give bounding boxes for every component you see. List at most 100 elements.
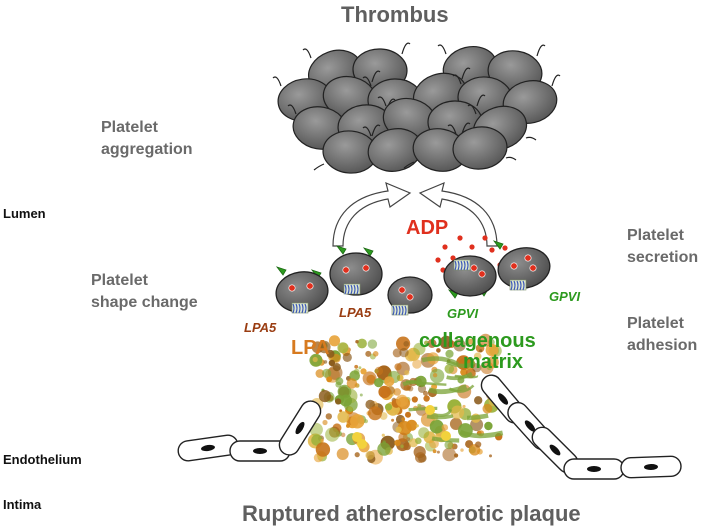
- gpvi-filopodium: [335, 245, 347, 255]
- granule: [529, 264, 537, 272]
- plaque-particle: [357, 338, 367, 349]
- plaque-particle: [460, 368, 468, 376]
- plaque-particle: [450, 405, 465, 419]
- plaque-particle: [444, 440, 454, 450]
- hollow-arrow-icon: [332, 181, 412, 247]
- plaque-particle: [415, 437, 422, 445]
- collagen-fiber: [466, 413, 489, 421]
- plaque-particle: [432, 373, 438, 378]
- plaque-particle: [359, 393, 363, 397]
- label-platelet-adhesion: Platelet adhesion: [627, 313, 697, 357]
- label-line: Platelet: [627, 315, 684, 332]
- plaque-particle: [404, 370, 410, 376]
- plaque-particle: [315, 442, 331, 457]
- collagen-fiber: [446, 371, 473, 381]
- plaque-particle: [340, 432, 346, 438]
- adp-dot: [435, 257, 441, 263]
- plaque-particle: [384, 403, 393, 411]
- plaque-particle: [360, 368, 367, 375]
- adp-dot: [502, 245, 508, 251]
- adp-dot: [442, 244, 448, 250]
- diagram-title: Thrombus: [341, 2, 449, 27]
- plaque-particle: [423, 395, 430, 402]
- plaque-particle: [347, 406, 353, 412]
- gpvi-filopodium: [362, 247, 374, 257]
- plaque-particle: [415, 424, 419, 428]
- plaque-particle: [415, 452, 426, 463]
- label-line: collagenous: [419, 330, 536, 352]
- plaque-particle: [394, 363, 402, 371]
- plaque-particle: [318, 340, 331, 354]
- label-collagenous-matrix: collagenous matrix: [419, 331, 536, 373]
- plaque-particle: [381, 433, 385, 437]
- plaque-particle: [335, 377, 344, 386]
- granule: [288, 284, 296, 292]
- plaque-particle: [412, 359, 422, 369]
- plaque-particle: [473, 352, 482, 361]
- plaque-micrograph: [307, 333, 504, 465]
- plaque-particle: [417, 403, 422, 408]
- plaque-particle: [322, 419, 328, 426]
- label-line: secretion: [627, 249, 699, 266]
- plaque-particle: [384, 376, 395, 387]
- endothelial-cell-icon: [177, 434, 239, 462]
- plaque-particle: [326, 376, 333, 383]
- plaque-particle: [429, 419, 444, 434]
- plaque-particle: [462, 404, 466, 409]
- plaque-particle: [395, 426, 402, 433]
- granule: [342, 266, 350, 274]
- plaque-particle: [441, 424, 449, 431]
- plaque-particle: [394, 439, 401, 446]
- label-gpvi-left: GPVI: [447, 306, 479, 321]
- collagen-fiber: [459, 429, 504, 439]
- receptor-icon: [391, 304, 409, 316]
- plaque-particle: [417, 384, 427, 393]
- plaque-particle: [346, 378, 358, 389]
- plaque-particle: [403, 341, 410, 347]
- plaque-particle: [485, 343, 499, 357]
- platelet-icon: [275, 266, 329, 314]
- granule: [510, 262, 518, 270]
- plaque-particle: [418, 427, 430, 439]
- endothelium-layer: [177, 374, 682, 480]
- label-platelet-secretion: Platelet secretion: [627, 225, 698, 269]
- plaque-particle: [398, 432, 408, 442]
- plaque-particle: [377, 442, 391, 456]
- gpvi-filopodium: [492, 240, 504, 250]
- plaque-particle: [337, 384, 352, 399]
- label-line: matrix: [463, 351, 524, 373]
- bottom-title: Ruptured atherosclerotic plaque: [242, 501, 581, 526]
- plaque-particle: [311, 434, 323, 446]
- plaque-particle: [346, 423, 350, 428]
- collagen-fiber: [426, 414, 454, 420]
- plaque-particle: [362, 371, 377, 386]
- plaque-particle: [486, 356, 499, 369]
- plaque-particle: [354, 364, 359, 369]
- plaque-particle: [365, 450, 375, 460]
- label-lpa5-right: LPA5: [339, 305, 372, 320]
- receptor-icon: [343, 283, 361, 295]
- platelet-icon: [387, 276, 433, 316]
- endothelial-cell-icon: [278, 400, 322, 456]
- plaque-particle: [368, 406, 382, 421]
- receptor-icon: [453, 259, 471, 271]
- gpvi-filopodium: [275, 266, 287, 276]
- plaque-particle: [479, 333, 492, 347]
- label-intima: Intima: [3, 497, 42, 512]
- activated-platelets: [275, 240, 551, 316]
- label-line: adhesion: [627, 337, 698, 354]
- plaque-particle: [335, 398, 342, 405]
- adp-dot: [457, 235, 463, 241]
- plaque-particle: [367, 339, 378, 349]
- plaque-particle: [320, 439, 324, 443]
- label-line: Platelet: [91, 272, 148, 289]
- plaque-particle: [315, 369, 325, 378]
- plaque-particle: [392, 348, 402, 358]
- plaque-particle: [328, 359, 336, 367]
- label-line: aggregation: [101, 141, 193, 158]
- label-platelet-aggregation: Platelet aggregation: [101, 117, 193, 161]
- granule: [406, 293, 414, 301]
- platelet-icon: [443, 255, 497, 299]
- plaque-particle: [436, 450, 440, 454]
- plaque-particle: [475, 441, 482, 448]
